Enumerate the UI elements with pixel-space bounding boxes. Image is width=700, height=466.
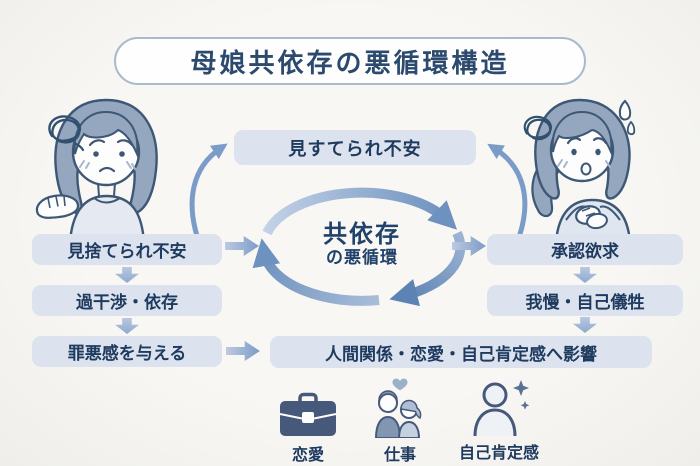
approval-seeking-box: 承認欲求 [487, 234, 683, 265]
couple-heart-icon [374, 378, 422, 438]
cycle-label-line2: の悪循環 [326, 247, 398, 268]
daughter-illustration [531, 98, 636, 242]
person-sparkles-icon [473, 380, 530, 436]
overprotection-dependence-text: 過干渉・依存 [76, 293, 178, 313]
legend-item-love: 恋愛 [272, 392, 344, 465]
arrow-down-icon [115, 267, 139, 283]
arrow-down-icon [115, 318, 139, 334]
guilt-tripping-text: 罪悪感を与える [67, 344, 187, 364]
arrow-down-icon [573, 317, 597, 333]
arrow-right-icon [226, 341, 260, 361]
abandonment-anxiety-banner: 見すてられ不安 [234, 130, 476, 165]
guilt-tripping-box: 罪悪感を与える [32, 336, 222, 367]
cycle-label: 共依存 の悪循環 [292, 220, 432, 268]
impact-text: 人間関係・恋愛・自己肯定感へ影響 [325, 344, 597, 365]
arrow-down-icon [573, 267, 597, 283]
title-banner: 母娘共依存の悪循環構造 [114, 37, 586, 85]
abandonment-anxiety-box: 見捨てられ不安 [32, 234, 222, 265]
abandonment-anxiety-banner-text: 見すてられ不安 [288, 138, 422, 160]
overprotection-dependence-box: 過干渉・依存 [32, 285, 222, 316]
scribble-stress-icon [48, 115, 85, 152]
curved-arrow-left-icon [189, 143, 228, 239]
approval-seeking-text: 承認欲求 [551, 242, 619, 262]
self-sacrifice-text: 我慢・自己儀牲 [525, 293, 645, 313]
legend-item-self-esteem: 自己肯定感 [456, 380, 542, 463]
scribble-stress-icon [523, 115, 552, 141]
legend-label-work: 仕事 [383, 445, 416, 464]
cycle-label-line1: 共依存 [323, 220, 401, 248]
legend-item-work: 仕事 [366, 376, 434, 465]
legend-label-love: 恋愛 [291, 445, 324, 464]
abandonment-anxiety-text: 見捨てられ不安 [67, 242, 187, 262]
mother-illustration [35, 98, 158, 242]
curved-arrow-right-icon [487, 143, 528, 237]
impact-box: 人間関係・恋愛・自己肯定感へ影響 [270, 336, 652, 368]
page-title: 母娘共依存の悪循環構造 [190, 48, 510, 79]
self-sacrifice-box: 我慢・自己儀牲 [487, 285, 683, 316]
briefcase-icon [279, 392, 337, 436]
legend-label-self-esteem: 自己肯定感 [458, 443, 539, 462]
